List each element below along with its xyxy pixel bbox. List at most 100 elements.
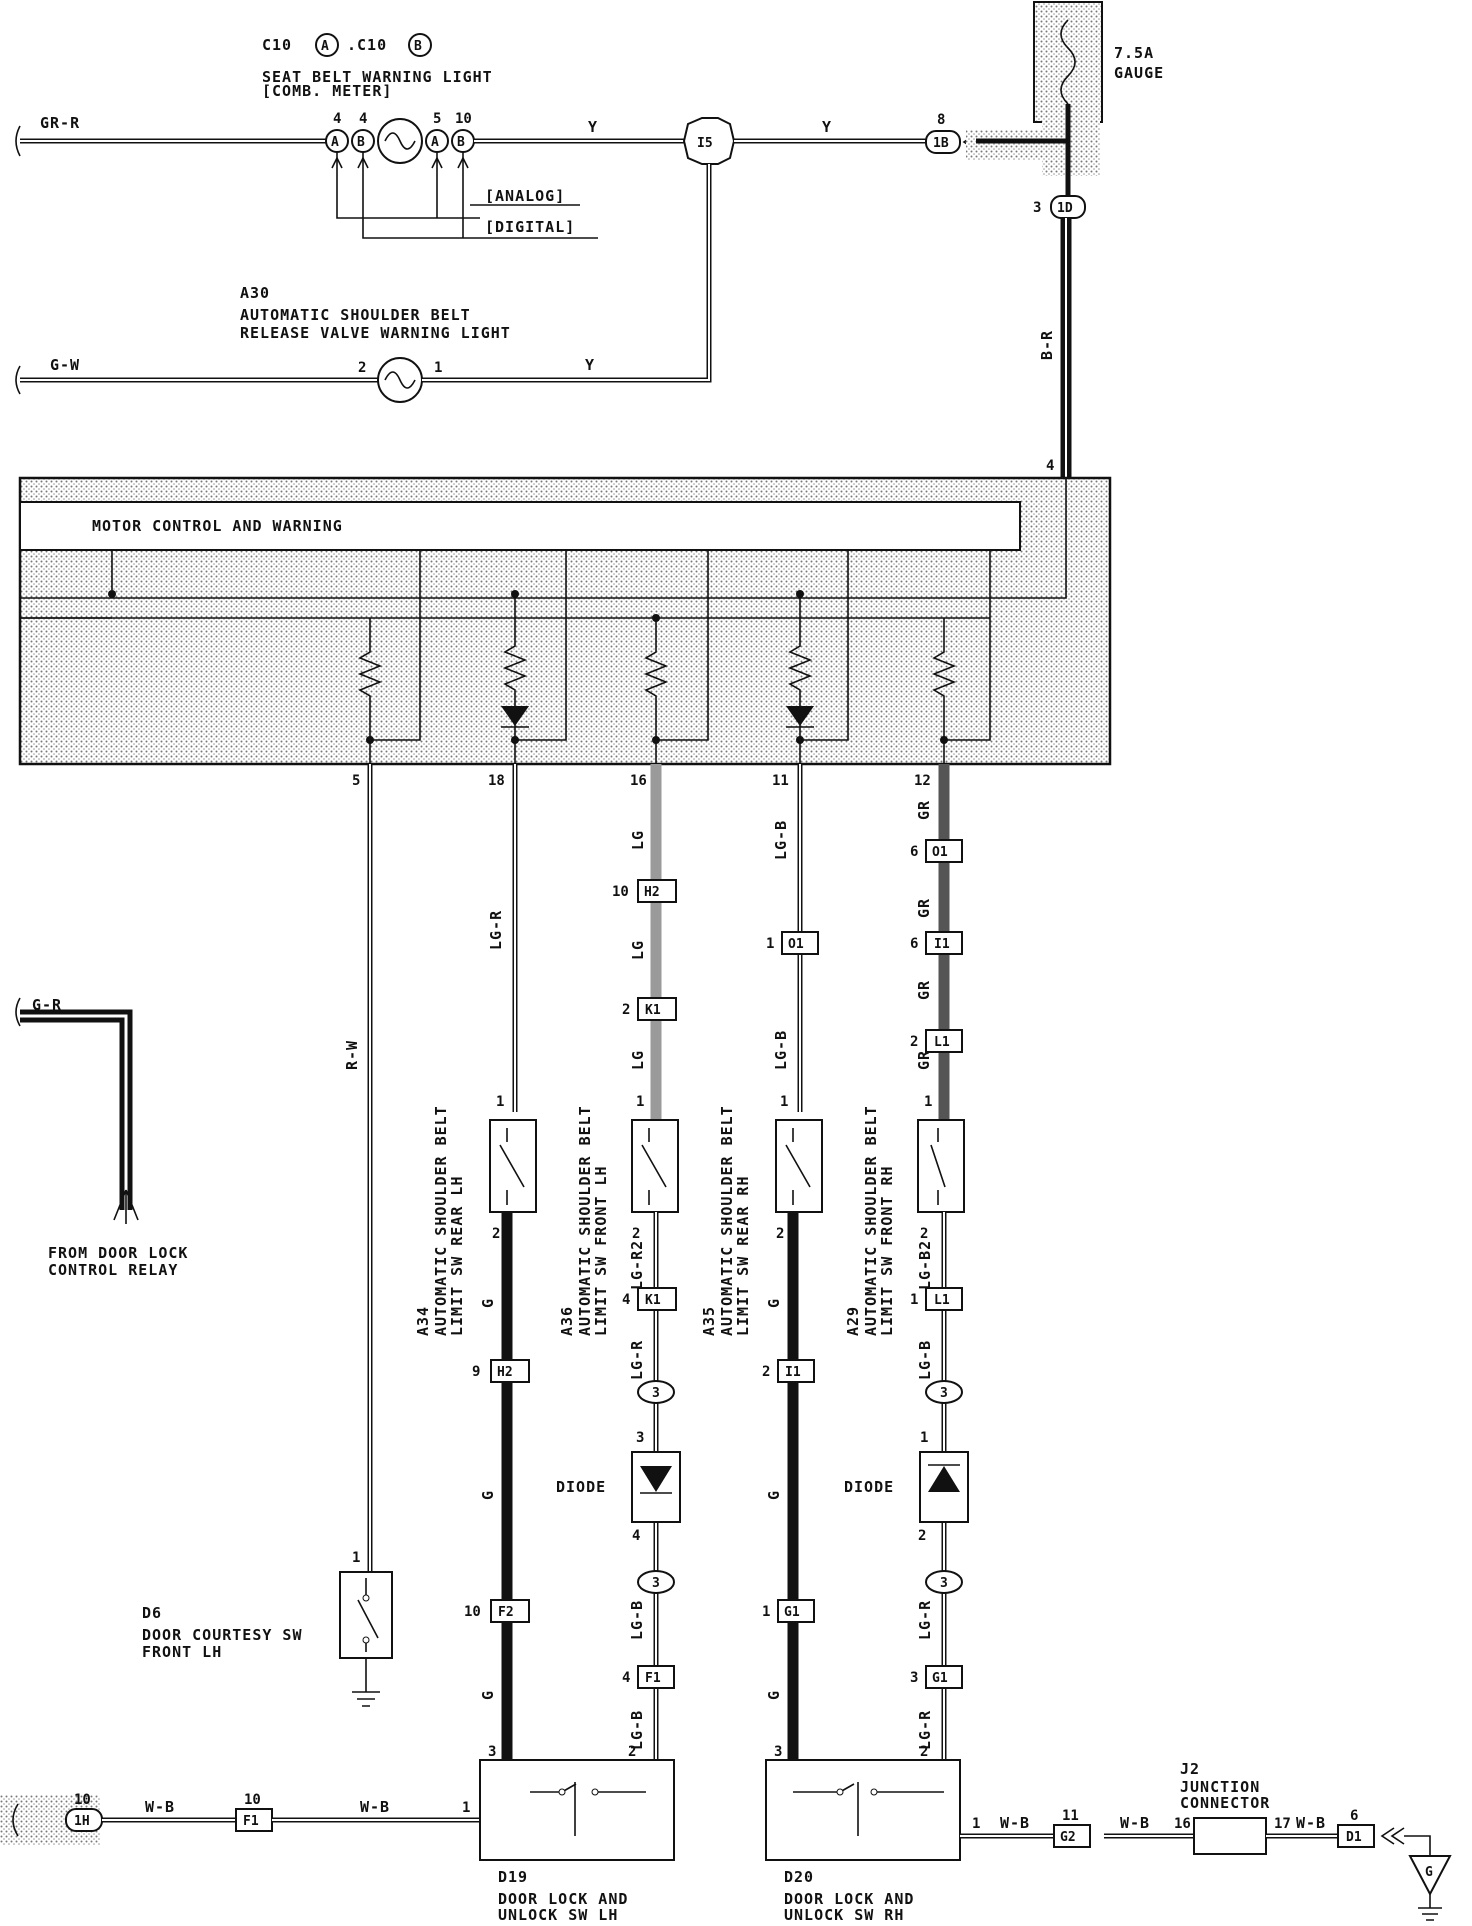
pin-1-d6: 1 bbox=[352, 1550, 360, 1566]
wire-label-g-a34-1: G bbox=[479, 1298, 497, 1308]
a34-id: A34 bbox=[414, 1306, 432, 1336]
pin-12-unit: 12 bbox=[914, 773, 931, 789]
j2-junction-box bbox=[1193, 1817, 1267, 1855]
pin-1-l1: 1 bbox=[910, 1292, 918, 1308]
wire-label-w-b-5: W-B bbox=[1296, 1814, 1326, 1832]
connector-f2 bbox=[490, 1599, 530, 1623]
j2-subtitle: CONNECTOR bbox=[1180, 1794, 1270, 1812]
connector-l1-top-label: L1 bbox=[934, 1035, 950, 1050]
a34-limit-switch bbox=[489, 1119, 537, 1213]
unit-column-16 bbox=[643, 614, 669, 764]
pin-10: 10 bbox=[455, 111, 472, 127]
pin-10-1h: 10 bbox=[74, 1792, 91, 1808]
unit-column-11 bbox=[786, 590, 814, 764]
connector-h2-a36-label: H2 bbox=[644, 885, 660, 900]
pin-6-d1: 6 bbox=[1350, 1808, 1358, 1824]
pin-2-diode-rh: 2 bbox=[918, 1528, 926, 1544]
pin-1-a35: 1 bbox=[780, 1094, 788, 1110]
unit-column-5 bbox=[357, 618, 383, 764]
a36-limit-switch bbox=[631, 1119, 679, 1213]
wire-label-g-a35-2: G bbox=[765, 1490, 783, 1500]
connector-h2-a36 bbox=[637, 879, 677, 903]
pin-4-k1: 4 bbox=[622, 1292, 630, 1308]
pin-2-a36: 2 bbox=[632, 1226, 640, 1242]
wire-label-gr-4: GR bbox=[915, 1050, 933, 1070]
a29-subtitle: LIMIT SW FRONT RH bbox=[878, 1165, 896, 1336]
wire-label-lg-r-a34: LG-R bbox=[487, 910, 505, 950]
d6-id: D6 bbox=[142, 1604, 162, 1622]
fuse-icon bbox=[1060, 19, 1076, 105]
connector-i1-a29-top-label: I1 bbox=[934, 937, 950, 952]
wire-y-3 bbox=[422, 164, 712, 383]
wire-label-lg-b2: LG-B2 bbox=[916, 1240, 934, 1290]
wire-label-lg-r-a36: LG-R bbox=[628, 1340, 646, 1380]
pin-1-a30: 1 bbox=[434, 360, 442, 376]
connector-i1-a35-label: I1 bbox=[785, 1365, 801, 1380]
connector-g1-a35 bbox=[777, 1599, 815, 1623]
connector-3-a29-bottom bbox=[925, 1570, 963, 1594]
fuse-rating: 7.5A bbox=[1114, 44, 1154, 62]
a35-limit-switch bbox=[775, 1119, 823, 1213]
pin-10-f2: 10 bbox=[464, 1604, 481, 1620]
a30-id: A30 bbox=[240, 284, 270, 302]
wire-label-g-r: G-R bbox=[32, 996, 62, 1014]
connector-g2 bbox=[1053, 1824, 1091, 1848]
wire-label-g-a35-1: G bbox=[765, 1298, 783, 1308]
d19-id: D19 bbox=[498, 1868, 528, 1886]
pin-5: 5 bbox=[433, 111, 441, 127]
pin-1-g1: 1 bbox=[762, 1604, 770, 1620]
pin-9: 9 bbox=[472, 1364, 480, 1380]
pin-2-i1: 2 bbox=[762, 1364, 770, 1380]
d20-subtitle: UNLOCK SW RH bbox=[784, 1906, 904, 1924]
wire-label-lg-b-a36-2: LG-B bbox=[628, 1710, 646, 1750]
connector-i1-a35 bbox=[777, 1359, 815, 1383]
a30-title: AUTOMATIC SHOULDER BELT bbox=[240, 306, 471, 324]
pin-1-d20: 1 bbox=[972, 1816, 980, 1832]
wire-label-w-b-2: W-B bbox=[360, 1798, 390, 1816]
diode-lh-label: DIODE bbox=[556, 1478, 606, 1496]
wire-label-gr-1: GR bbox=[915, 800, 933, 820]
wire-label-b-r: B-R bbox=[1038, 330, 1056, 360]
ground-point-g bbox=[1408, 1855, 1452, 1897]
j2-id: J2 bbox=[1180, 1760, 1200, 1778]
pin-16-j2: 16 bbox=[1174, 1816, 1191, 1832]
d20-switch bbox=[765, 1759, 961, 1861]
wire-label-gr-3: GR bbox=[915, 980, 933, 1000]
connector-f1-a36-label: F1 bbox=[645, 1671, 661, 1686]
connector-1d-label: 1D bbox=[1057, 201, 1073, 216]
pin-2-a34: 2 bbox=[492, 1226, 500, 1242]
wire-label-lg-r2: LG-R2 bbox=[628, 1240, 646, 1290]
connector-3-a29-top bbox=[925, 1380, 963, 1404]
seatbelt-light-subtitle: [COMB. METER] bbox=[262, 82, 392, 100]
pin-3-g1: 3 bbox=[910, 1670, 918, 1686]
pin-11-g2: 11 bbox=[1062, 1808, 1079, 1824]
wire-label-g-a34-2: G bbox=[479, 1490, 497, 1500]
a36-subtitle: LIMIT SW FRONT LH bbox=[592, 1165, 610, 1336]
a29-id: A29 bbox=[844, 1306, 862, 1336]
connector-3-a36-top bbox=[637, 1380, 675, 1404]
wire-g-r bbox=[20, 1009, 133, 1210]
connector-f1-bottom-label: F1 bbox=[243, 1814, 259, 1829]
c10-pin-b-left-label: B bbox=[357, 135, 365, 150]
pin-3-d20: 3 bbox=[774, 1744, 782, 1760]
a29-limit-switch bbox=[917, 1119, 965, 1213]
pin-17-j2: 17 bbox=[1274, 1816, 1291, 1832]
a35-id: A35 bbox=[700, 1306, 718, 1336]
ground-icon-d6 bbox=[352, 1658, 380, 1707]
connector-1b bbox=[925, 130, 961, 154]
connector-k1-bottom bbox=[637, 1287, 677, 1311]
motor-control-title: MOTOR CONTROL AND WARNING bbox=[92, 517, 343, 535]
connector-3-a36-bottom-label: 3 bbox=[652, 1576, 660, 1591]
wire-label-gr-r: GR-R bbox=[40, 114, 80, 132]
wire-label-r-w: R-W bbox=[343, 1040, 361, 1070]
connector-o1-a35 bbox=[781, 931, 819, 955]
connector-g1-a29 bbox=[925, 1665, 963, 1689]
pin-6-i1: 6 bbox=[910, 936, 918, 952]
pin-2-d20: 2 bbox=[920, 1744, 928, 1760]
c10-conn-a-marker bbox=[315, 33, 339, 57]
digital-label: [DIGITAL] bbox=[485, 218, 575, 236]
seatbelt-light-title: SEAT BELT WARNING LIGHT bbox=[262, 68, 493, 86]
diode-rh-label: DIODE bbox=[844, 1478, 894, 1496]
pin-2-l1: 2 bbox=[910, 1034, 918, 1050]
